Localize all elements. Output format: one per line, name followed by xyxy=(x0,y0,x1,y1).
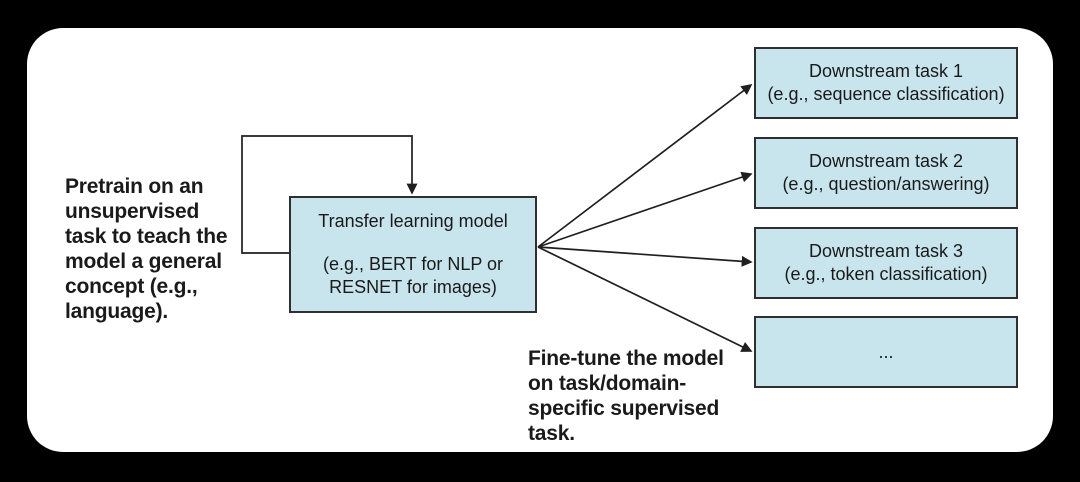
arrow-to-task-2 xyxy=(537,171,753,248)
downstream-task-3-subtitle: (e.g., token classification) xyxy=(784,264,988,284)
downstream-task-1-title: Downstream task 1 xyxy=(808,61,964,81)
downstream-task-2-title: Downstream task 2 xyxy=(808,151,964,171)
transfer-model-subtitle: (e.g., BERT for NLP or RESNET for images… xyxy=(322,254,504,297)
diagram-card: Pretrain on an unsupervised task to teac… xyxy=(27,28,1053,452)
transfer-model-title: Transfer learning model xyxy=(318,211,508,231)
pretrain-annotation: Pretrain on an unsupervised task to teac… xyxy=(65,175,228,323)
transfer-model-node: Transfer learning model (e.g., BERT for … xyxy=(289,196,537,313)
downstream-task-2-subtitle: (e.g., question/answering) xyxy=(782,174,990,194)
arrow-to-task-3 xyxy=(537,246,753,267)
downstream-task-3-node: Downstream task 3 (e.g., token classific… xyxy=(754,227,1018,299)
downstream-task-3-title: Downstream task 3 xyxy=(808,241,964,261)
finetune-annotation: Fine-tune the model on task/domain- spec… xyxy=(528,347,724,445)
downstream-task-1-node: Downstream task 1 (e.g., sequence classi… xyxy=(754,47,1018,119)
downstream-task-1-subtitle: (e.g., sequence classification) xyxy=(767,84,1005,104)
downstream-task-2-node: Downstream task 2 (e.g., question/answer… xyxy=(754,137,1018,209)
arrow-to-task-1 xyxy=(537,84,753,248)
downstream-task-ellipsis-node: ... xyxy=(754,316,1018,388)
downstream-task-ellipsis-title: ... xyxy=(878,341,894,362)
arrow-to-task-4 xyxy=(537,246,753,352)
